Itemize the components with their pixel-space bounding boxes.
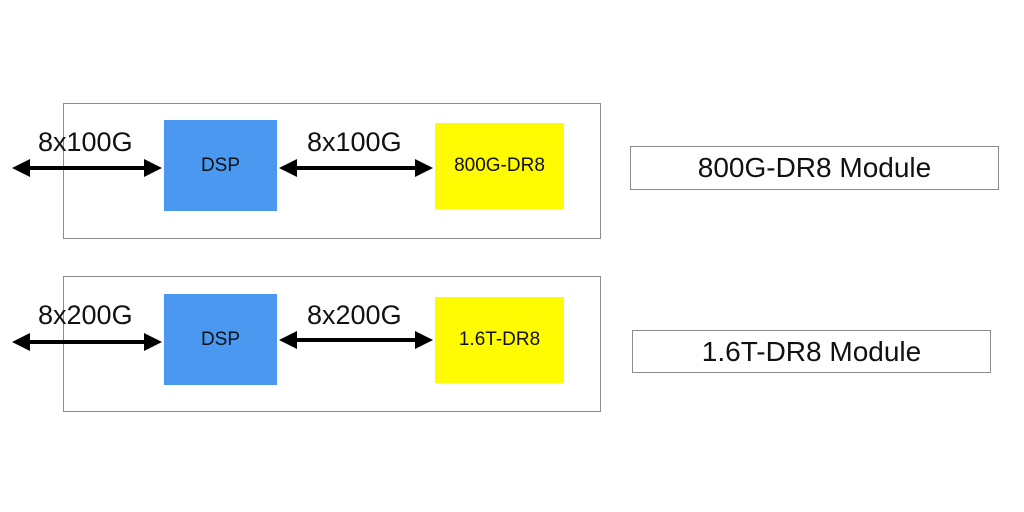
optics-block-1-6t: 1.6T-DR8 — [435, 297, 564, 383]
arrow-mid-800g — [279, 159, 433, 177]
optics-block-800g: 800G-DR8 — [435, 123, 564, 209]
module-name-800g: 800G-DR8 Module — [697, 152, 932, 183]
dsp-block-1-6t: DSP — [164, 294, 277, 385]
module-name-box-1-6t: 1.6T-DR8 Module — [632, 330, 991, 373]
arrow-mid-1-6t — [279, 331, 433, 349]
arrow-input-1-6t — [12, 333, 162, 351]
module-outline-800g — [63, 103, 601, 239]
optics-label-800g: 800G-DR8 — [454, 155, 545, 176]
module-name-1-6t: 1.6T-DR8 Module — [701, 335, 922, 367]
mid-rate-label-1-6t: 8x200G — [307, 300, 402, 330]
dsp-block-800g: DSP — [164, 120, 277, 211]
module-name-box-800g: 800G-DR8 Module — [630, 146, 999, 190]
input-rate-label-800g: 8x100G — [38, 127, 133, 157]
mid-rate-label-800g: 8x100G — [307, 127, 402, 157]
input-rate-label-1-6t: 8x200G — [38, 300, 133, 330]
dsp-label-800g: DSP — [200, 154, 241, 176]
dsp-label-1-6t: DSP — [200, 328, 241, 350]
arrow-input-800g — [12, 159, 162, 177]
optics-label-1-6t: 1.6T-DR8 — [458, 329, 541, 350]
